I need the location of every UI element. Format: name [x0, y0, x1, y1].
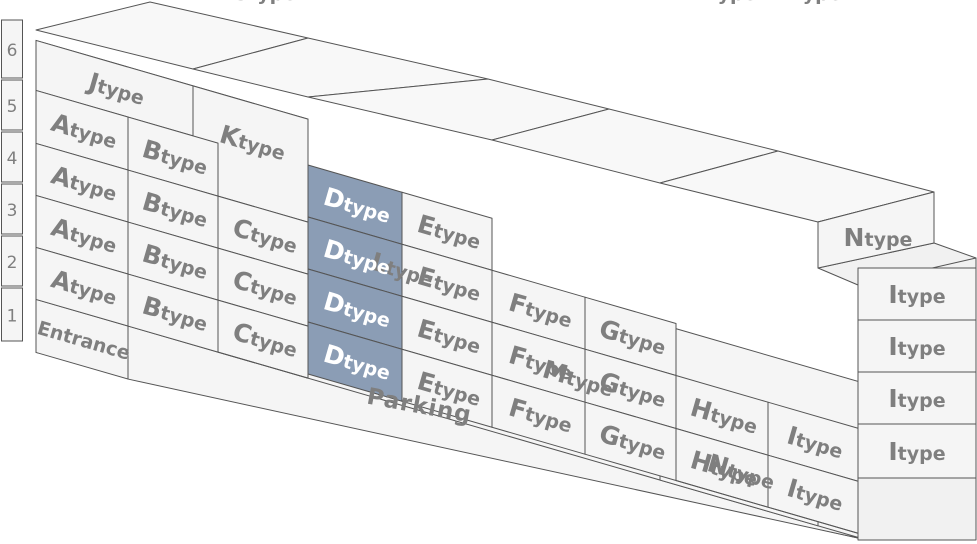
unit-type-suffix: type — [898, 443, 946, 465]
unit-type-suffix: type — [898, 286, 946, 308]
floor-number-box — [1, 287, 23, 342]
floor-number-box — [1, 235, 23, 287]
unit-label: Htype — [688, 0, 757, 6]
unit-label: Itype — [784, 0, 841, 6]
unit-letter: I — [888, 280, 897, 309]
unit-letter: C — [230, 0, 248, 6]
unit-letter: I — [784, 0, 793, 6]
unit-type-suffix: type — [898, 338, 946, 360]
unit-label: Ctype — [230, 0, 296, 6]
unit-letter: I — [888, 332, 897, 361]
unit-label: Itype — [888, 437, 945, 466]
floor-number-label: 3 — [7, 201, 18, 221]
unit-letter: L — [368, 247, 391, 279]
unit-type-suffix: type — [794, 0, 842, 5]
unit-type-suffix: type — [248, 0, 296, 5]
unit-letter: N — [844, 223, 865, 252]
unit-type-suffix: type — [898, 390, 946, 412]
unit-label: Itype — [888, 384, 945, 413]
floor-number-box — [1, 131, 23, 183]
unit-letter: I — [888, 384, 897, 413]
unit-type-suffix: type — [708, 0, 756, 5]
unit-type-suffix: type — [864, 229, 912, 251]
unit-label: Itype — [888, 280, 945, 309]
floor-number-label: 1 — [7, 307, 18, 327]
unit-cell — [767, 506, 859, 534]
floor-number-box — [1, 183, 23, 235]
unit-letter: H — [688, 0, 709, 6]
unit-cell — [857, 423, 977, 479]
unit-letter: I — [888, 437, 897, 466]
floor-number-label: 5 — [7, 97, 18, 117]
unit-cell — [817, 191, 935, 269]
floor-number-label: 6 — [7, 41, 18, 61]
floor-number-box — [1, 19, 23, 79]
unit-cell — [217, 351, 309, 379]
unit-cells — [35, 39, 977, 539]
floor-number-box — [1, 79, 23, 131]
floor-number-label: 2 — [7, 253, 18, 273]
unit-label: Itype — [888, 332, 945, 361]
floor-number-label: 4 — [7, 149, 18, 169]
floor-number-column: 6 5 4 3 2 1 — [1, 19, 23, 342]
unit-label: Ntype — [844, 223, 913, 252]
